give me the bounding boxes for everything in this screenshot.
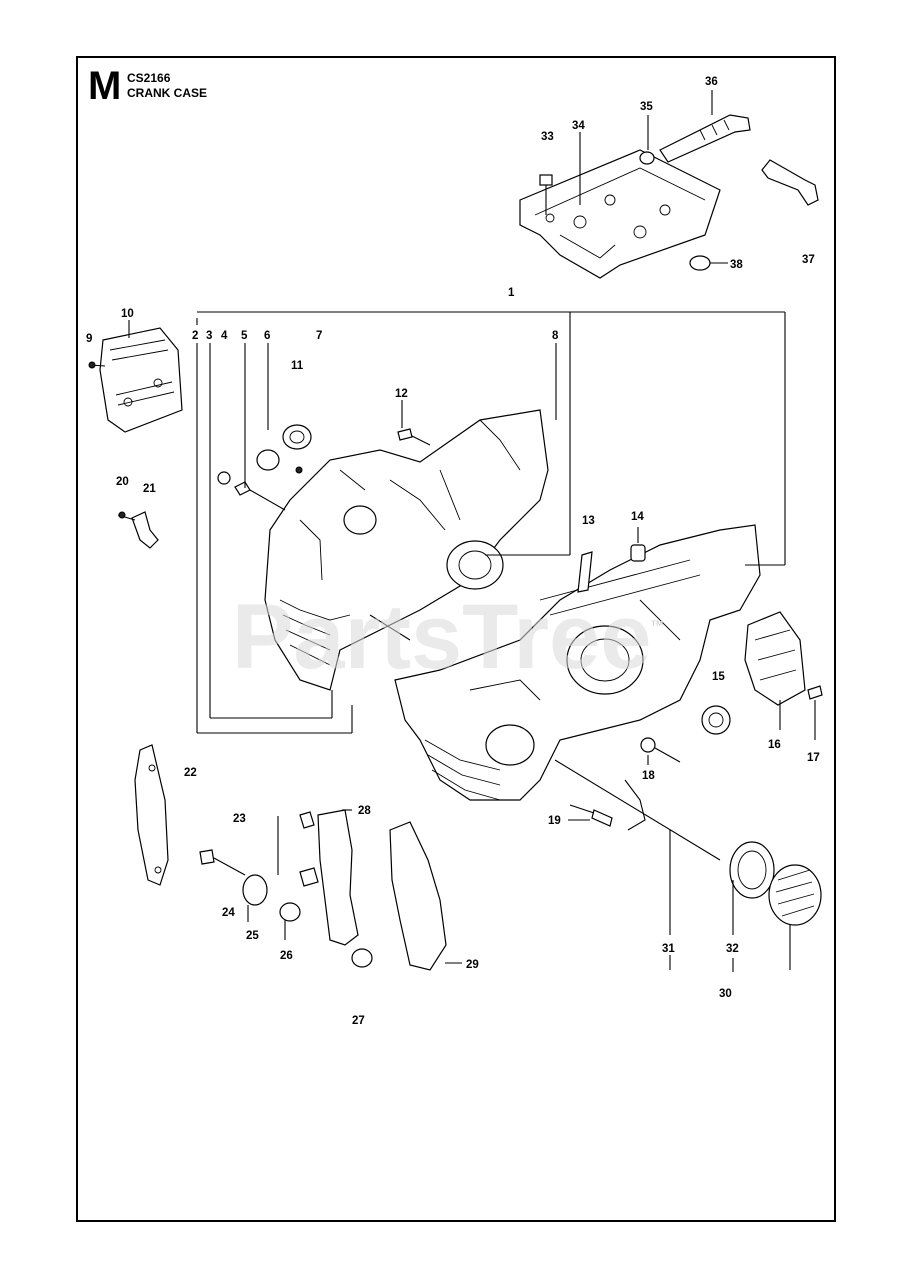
callout-20: 20 bbox=[116, 476, 129, 488]
callout-12: 12 bbox=[395, 388, 408, 400]
bolt-and-washer-parts bbox=[199, 809, 462, 971]
callout-25: 25 bbox=[246, 930, 259, 942]
lower-right-parts bbox=[554, 705, 822, 972]
diagram-frame bbox=[76, 56, 836, 1222]
callout-28: 28 bbox=[358, 805, 371, 817]
small-bracket-part bbox=[117, 511, 159, 549]
callout-18: 18 bbox=[642, 770, 655, 782]
callout-5: 5 bbox=[241, 330, 248, 342]
callout-31: 31 bbox=[662, 943, 675, 955]
callout-38: 38 bbox=[730, 259, 743, 271]
callout-15: 15 bbox=[712, 671, 725, 683]
callout-7: 7 bbox=[316, 330, 322, 342]
callout-16: 16 bbox=[768, 739, 781, 751]
crankcase-right-half bbox=[394, 524, 761, 801]
callout-33: 33 bbox=[541, 131, 554, 143]
bearing-set-left bbox=[217, 400, 431, 511]
callout-35: 35 bbox=[640, 101, 653, 113]
callout-27: 27 bbox=[352, 1015, 365, 1027]
callout-4: 4 bbox=[221, 330, 228, 342]
callout-1: 1 bbox=[508, 287, 515, 299]
callout-21: 21 bbox=[143, 483, 156, 495]
callout-3: 3 bbox=[206, 330, 212, 342]
callout-23: 23 bbox=[233, 813, 246, 825]
callout-17: 17 bbox=[807, 752, 820, 764]
callout-26: 26 bbox=[280, 950, 293, 962]
callout-34: 34 bbox=[572, 120, 585, 132]
callout-19: 19 bbox=[548, 815, 561, 827]
callout-bracket-lines bbox=[196, 311, 786, 734]
callout-24: 24 bbox=[222, 907, 235, 919]
model-code: CS2166 bbox=[127, 71, 171, 85]
callout-22: 22 bbox=[184, 767, 197, 779]
callout-9: 9 bbox=[86, 333, 92, 345]
callout-2: 2 bbox=[192, 330, 198, 342]
watermark-trademark: ™ bbox=[650, 617, 664, 633]
callout-36: 36 bbox=[705, 76, 718, 88]
right-side-parts bbox=[577, 527, 823, 740]
callout-11: 11 bbox=[291, 360, 304, 372]
callout-30: 30 bbox=[719, 988, 732, 1000]
watermark-text: PartsTree bbox=[232, 586, 651, 688]
callout-37: 37 bbox=[802, 254, 815, 266]
callout-10: 10 bbox=[121, 308, 134, 320]
callout-32: 32 bbox=[726, 943, 739, 955]
cover-plate-assembly bbox=[88, 320, 183, 433]
callout-29: 29 bbox=[466, 959, 479, 971]
section-letter: M bbox=[88, 64, 122, 108]
handle-bracket-assembly bbox=[519, 90, 819, 279]
callout-8: 8 bbox=[552, 330, 559, 342]
crankcase-left-half bbox=[264, 409, 549, 691]
callout-13: 13 bbox=[582, 515, 595, 527]
callout-14: 14 bbox=[631, 511, 644, 523]
callout-6: 6 bbox=[264, 330, 270, 342]
bottom-plate-part bbox=[134, 744, 169, 886]
page-title: CRANK CASE bbox=[127, 86, 208, 100]
